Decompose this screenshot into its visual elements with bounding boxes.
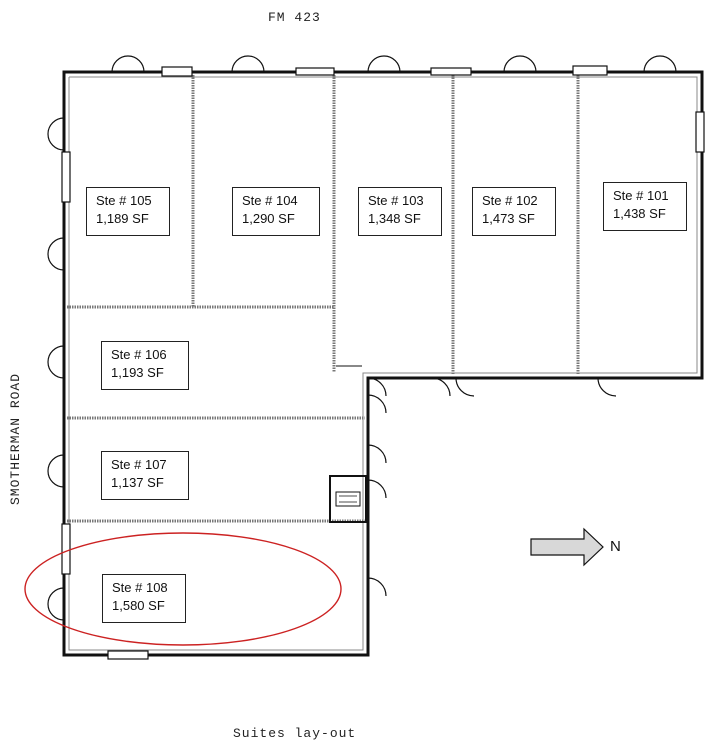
suite-number: Ste # 106 [111,347,167,362]
plan-caption: Suites lay-out [233,726,357,741]
suite-area: 1,290 SF [242,211,295,226]
suite-number: Ste # 107 [111,457,167,472]
utility-closet [329,475,367,523]
road-label-top: FM 423 [268,10,321,25]
suite-label: Ste # 108 1,580 SF [102,574,186,623]
suite-area: 1,189 SF [96,211,149,226]
suite-area: 1,193 SF [111,365,164,380]
suite-label: Ste # 104 1,290 SF [232,187,320,236]
road-label-left: SMOTHERMAN ROAD [8,372,23,505]
suite-108-highlight [24,532,342,646]
door-swings [47,55,677,621]
suite-number: Ste # 102 [482,193,538,208]
suite-label: Ste # 106 1,193 SF [101,341,189,390]
suite-area: 1,473 SF [482,211,535,226]
interior-partitions [67,75,580,523]
suite-number: Ste # 105 [96,193,152,208]
suite-area: 1,137 SF [111,475,164,490]
suite-area: 1,580 SF [112,598,165,613]
suite-label: Ste # 105 1,189 SF [86,187,170,236]
suite-number: Ste # 108 [112,580,168,595]
suite-number: Ste # 103 [368,193,424,208]
suite-label: Ste # 107 1,137 SF [101,451,189,500]
suite-label: Ste # 103 1,348 SF [358,187,442,236]
north-label: N [610,538,621,555]
suite-area: 1,348 SF [368,211,421,226]
suite-label: Ste # 101 1,438 SF [603,182,687,231]
storefront-windows [61,65,705,660]
suite-number: Ste # 104 [242,193,298,208]
suite-area: 1,438 SF [613,206,666,221]
suite-number: Ste # 101 [613,188,669,203]
north-arrow-icon [530,527,604,567]
suite-label: Ste # 102 1,473 SF [472,187,556,236]
